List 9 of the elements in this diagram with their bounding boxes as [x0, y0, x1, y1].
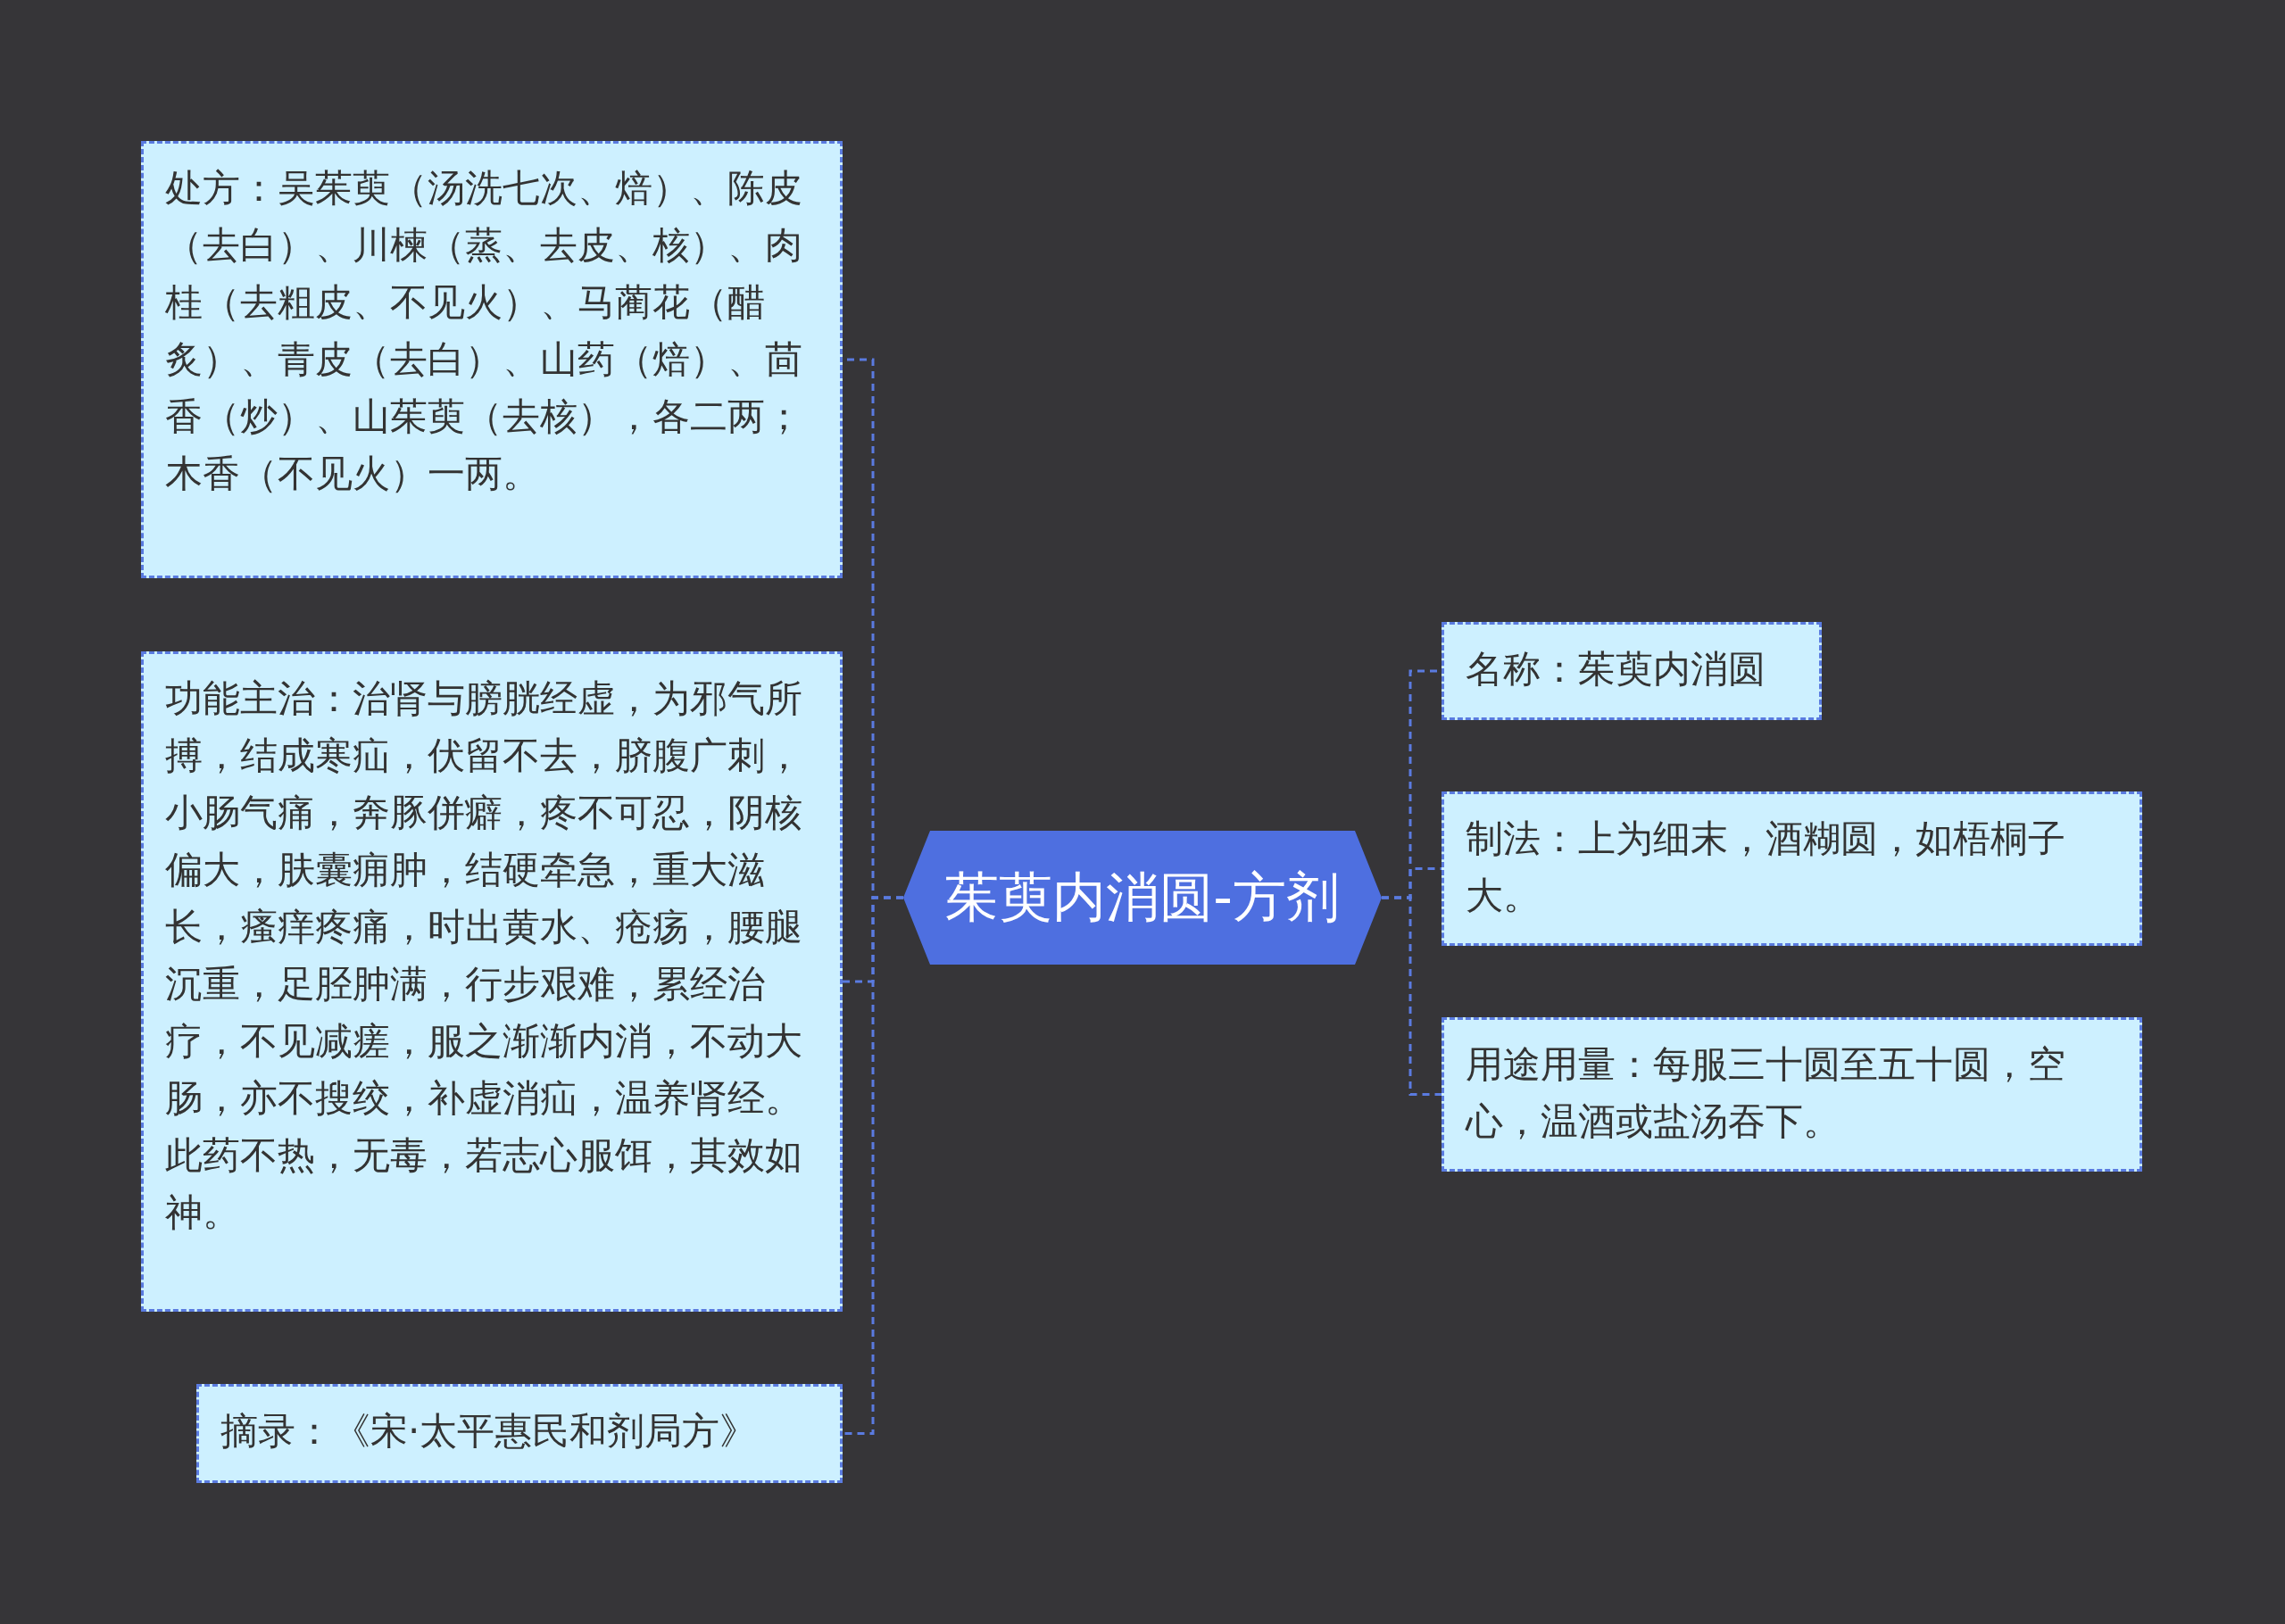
- text-box: 处方：吴茱萸（汤洗七次、焙）、陈皮（去白）、川楝（蒸、去皮、核）、肉桂（去粗皮、不见火）、马蔺花（醋炙）、青皮（去白）、山药（焙）、茴香（炒）、山茱萸（去核），各二两；木香（不见火）一两。: [141, 141, 843, 578]
- text-box: 名称：茱萸内消圆: [1442, 622, 1822, 720]
- text-box: 功能主治：治肾与膀胱经虚，为邪气所搏，结成寒疝，伏留不去，脐腹广刺，小肠气痛，奔豚併癖，疼不可忍，阴核偏大，肤囊痈肿，结硬牵急，重大滋长，瘙痒疼痛，时出黄水、疮疡，腰腿沉重，足胫肿满，行步艰难，累经治疗，不见减瘥，服之渐渐内消，不动大肠，亦不搜绞，补虚消疝，温养肾经。此药不热，无毒，若志心服饵，其效如神。: [141, 651, 843, 1312]
- topic-hexagon: 茱萸内消圆-方剂: [903, 831, 1382, 965]
- connector: [843, 896, 903, 1435]
- text-box: 制法：上为细末，酒糊圆，如梧桐子大。: [1442, 791, 2142, 946]
- connector: [1382, 896, 1442, 1096]
- text-box: 用途用量：每服三十圆至五十圆，空心，温酒或盐汤吞下。: [1442, 1017, 2142, 1172]
- text-box: 摘录：《宋·太平惠民和剂局方》: [196, 1384, 843, 1483]
